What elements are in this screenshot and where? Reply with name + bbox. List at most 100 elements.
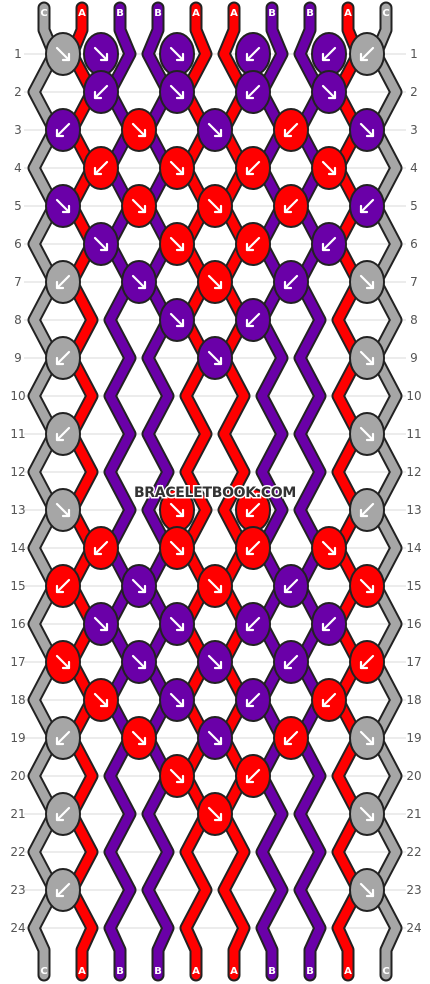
knot [349,488,385,532]
knot-arrow-icon [321,540,337,556]
row-label-right: 13 [406,503,421,517]
knot-arrow-icon [321,160,337,176]
knot-arrowhead [213,128,223,138]
string-letter-bottom: B [154,966,162,977]
knot-arrow-icon [93,84,109,100]
string-letter-top: A [192,8,200,19]
knot [159,526,195,570]
row-label-left: 19 [10,731,25,745]
knot-arrow-icon [283,198,299,214]
string-letter-top: B [268,8,276,19]
knot [197,108,233,152]
knot-arrowhead [55,888,65,898]
knot-arrowhead [137,584,147,594]
knot-arrowhead [93,166,103,176]
row-label-left: 22 [10,845,25,859]
knot-arrow-icon [131,274,147,290]
knot [197,716,233,760]
knot [45,564,81,608]
row-label-right: 22 [406,845,421,859]
row-label-left: 12 [10,465,25,479]
knot [235,602,271,646]
knot [197,640,233,684]
knot-arrow-icon [169,540,185,556]
knot-arrow-icon [207,122,223,138]
knot-arrowhead [245,546,255,556]
row-label-left: 11 [10,427,25,441]
knot-arrow-icon [93,692,109,708]
knot-arrow-icon [207,806,223,822]
knot-arrow-icon [169,692,185,708]
knot-arrow-icon [93,160,109,176]
row-label-left: 10 [10,389,25,403]
row-label-right: 14 [406,541,421,555]
knot-arrowhead [245,242,255,252]
knot-arrowhead [245,622,255,632]
knot-arrowhead [99,622,109,632]
row-label-left: 20 [10,769,25,783]
knot [159,754,195,798]
knot [197,260,233,304]
knot-arrowhead [61,660,71,670]
knot [83,526,119,570]
row-label-left: 15 [10,579,25,593]
knot-arrow-icon [245,502,261,518]
knot-arrowhead [245,166,255,176]
string-letter-top: B [154,8,162,19]
knot-arrow-icon [207,654,223,670]
knot-arrowhead [365,280,375,290]
row-label-right: 11 [406,427,421,441]
knot-arrow-icon [207,350,223,366]
knot-arrowhead [61,52,71,62]
knot [235,222,271,266]
knot-arrow-icon [245,46,261,62]
knot-arrow-icon [207,730,223,746]
knot [83,70,119,114]
knot-arrow-icon [131,654,147,670]
knot [159,602,195,646]
string-letter-bottom: A [192,966,200,977]
knot-arrowhead [137,128,147,138]
knot [45,412,81,456]
knot-arrowhead [93,546,103,556]
knot-arrow-icon [169,768,185,784]
knot-arrowhead [365,736,375,746]
knot [45,868,81,912]
knot [349,716,385,760]
knot-arrow-icon [131,578,147,594]
knot-arrow-icon [245,160,261,176]
knot [349,336,385,380]
knot [349,260,385,304]
thread-strand [333,3,363,980]
knot-arrowhead [321,698,331,708]
knot-arrow-icon [207,274,223,290]
knot-arrowhead [283,280,293,290]
row-label-left: 18 [10,693,25,707]
knot-arrow-icon [55,654,71,670]
knot [159,488,195,532]
knot [45,336,81,380]
knot-arrowhead [245,90,255,100]
string-letter-top: B [306,8,314,19]
thread-strand [105,3,135,980]
knot-arrowhead [55,128,65,138]
knot-arrowhead [245,508,255,518]
knot-arrowhead [137,280,147,290]
thread-strand [181,3,211,980]
knot [235,678,271,722]
knot [235,298,271,342]
knot-arrow-icon [55,502,71,518]
knot [121,564,157,608]
knot-arrowhead [283,736,293,746]
row-label-left: 21 [10,807,25,821]
knot-arrowhead [137,736,147,746]
knot-arrowhead [61,204,71,214]
knot-arrowhead [55,432,65,442]
knot [235,754,271,798]
row-label-right: 4 [410,161,418,175]
thread-strand [371,3,401,980]
knot [45,108,81,152]
knot-arrowhead [175,242,185,252]
knot-arrow-icon [169,46,185,62]
